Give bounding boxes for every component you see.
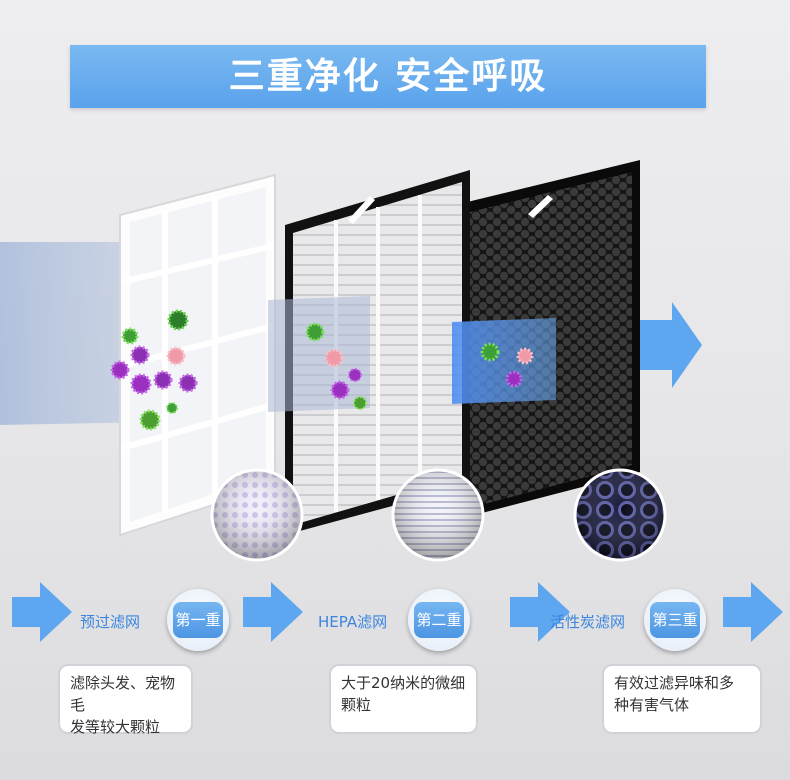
stage-3-desc-line-1: 有效过滤异味和多 [614,674,735,692]
stage-3-badge: 第三重 [644,589,706,651]
stage-2-desc-line-1: 大于20纳米的微细 [341,674,466,692]
stage-3-name: 活性炭滤网 [550,613,626,631]
stage-2-description: 大于20纳米的微细 颗粒 [329,664,478,734]
stage-1-desc-line-1: 滤除头发、宠物毛 [70,674,176,714]
filter-illustration [0,160,702,562]
germ-particles [110,309,534,431]
title-banner: 三重净化 安全呼吸 [70,45,706,108]
outflow-arrow-icon [640,302,702,388]
stage-1-badge-label: 第一重 [173,602,223,638]
stage-3-badge-label: 第三重 [650,602,700,638]
carbon-closeup [573,468,667,562]
flow-arrow-icon [510,582,570,642]
flow-arrow-icon [12,582,72,642]
stage-2-name: HEPA滤网 [318,613,388,631]
stage-2-badge-label: 第二重 [414,602,464,638]
stage-1-badge: 第一重 [167,589,229,651]
stage-2-badge: 第二重 [408,589,470,651]
flow-arrow-icon [243,582,303,642]
hepa-closeup [391,468,485,562]
stage-1-description: 滤除头发、宠物毛 发等较大颗粒 [58,664,193,736]
process-flow [12,582,783,642]
page-title: 三重净化 安全呼吸 [228,56,548,97]
pre-filter-closeup [210,468,304,562]
pre-filter [119,173,276,537]
stage-3-description: 有效过滤异味和多 种有害气体 [602,664,762,734]
hepa-filter [285,170,470,535]
stage-1-desc-line-2: 发等较大颗粒 [70,718,161,736]
stage-1-name: 预过滤网 [80,613,141,631]
stage-3-desc-line-2: 种有害气体 [614,696,690,714]
flow-arrow-icon [723,582,783,642]
stage-2-desc-line-2: 颗粒 [341,696,372,714]
